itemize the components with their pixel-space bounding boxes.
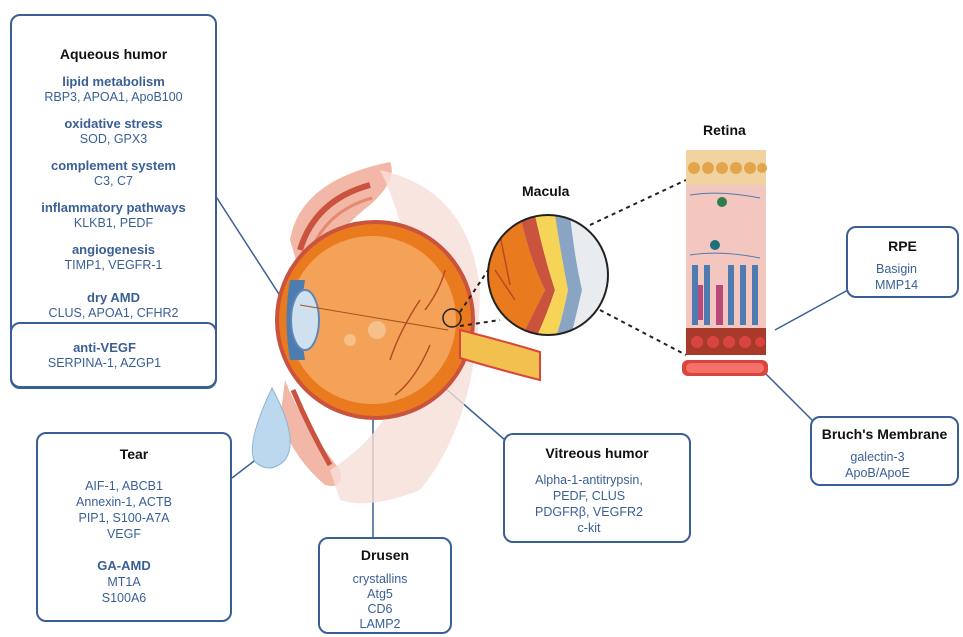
items-anti-vegf: SERPINA-1, AZGP1	[0, 356, 215, 370]
drusen-line-1: crystallins	[310, 572, 450, 586]
items-inflammatory: KLKB1, PEDF	[12, 216, 215, 230]
retina-layers	[682, 150, 768, 376]
aqueous-title: Aqueous humor	[12, 46, 215, 62]
rpe-box: RPE Basigin MMP14	[846, 226, 959, 298]
category-oxidative: oxidative stress	[12, 116, 215, 131]
tear-line-1: AIF-1, ABCB1	[18, 479, 230, 493]
vitreous-box: Vitreous humor Alpha-1-antitrypsin, PEDF…	[503, 433, 691, 543]
items-complement: C3, C7	[12, 174, 215, 188]
tear-line-4: VEGF	[18, 527, 230, 541]
items-angiogenesis: TIMP1, VEGFR-1	[12, 258, 215, 272]
category-lipid: lipid metabolism	[12, 74, 215, 89]
category-dry-amd: dry AMD	[12, 290, 215, 305]
items-dry-amd: CLUS, APOA1, CFHR2	[12, 306, 215, 320]
tear-line-2: Annexin-1, ACTB	[18, 495, 230, 509]
rpe-line-1: Basigin	[836, 262, 957, 276]
category-inflammatory: inflammatory pathways	[12, 200, 215, 215]
bruch-title: Bruch's Membrane	[812, 426, 957, 442]
drusen-line-3: CD6	[310, 602, 450, 616]
tear-box: Tear AIF-1, ABCB1 Annexin-1, ACTB PIP1, …	[36, 432, 232, 622]
bruch-line-2: ApoB/ApoE	[798, 466, 957, 480]
retina-label: Retina	[703, 122, 746, 138]
drusen-line-4: LAMP2	[310, 617, 450, 631]
ga-line-2: S100A6	[18, 591, 230, 605]
vitreous-line-1: Alpha-1-antitrypsin,	[489, 473, 689, 487]
drusen-title: Drusen	[320, 547, 450, 563]
macula-magnified	[480, 215, 608, 340]
ga-line-1: MT1A	[18, 575, 230, 589]
vitreous-title: Vitreous humor	[505, 445, 689, 461]
category-angiogenesis: angiogenesis	[12, 242, 215, 257]
tear-line-3: PIP1, S100-A7A	[18, 511, 230, 525]
rpe-line-2: MMP14	[836, 278, 957, 292]
rpe-title: RPE	[848, 238, 957, 254]
vitreous-line-4: c-kit	[489, 521, 689, 535]
macula-label: Macula	[522, 183, 569, 199]
bruch-box: Bruch's Membrane galectin-3 ApoB/ApoE	[810, 416, 959, 486]
tear-title: Tear	[38, 446, 230, 462]
optic-nerve	[460, 330, 540, 380]
category-ga-amd: GA-AMD	[18, 558, 230, 573]
items-lipid: RBP3, APOA1, ApoB100	[12, 90, 215, 104]
bruch-line-1: galectin-3	[798, 450, 957, 464]
category-anti-vegf: anti-VEGF	[0, 340, 215, 355]
drusen-box: Drusen crystallins Atg5 CD6 LAMP2	[318, 537, 452, 634]
vitreous-line-3: PDGFRβ, VEGFR2	[489, 505, 689, 519]
category-complement: complement system	[12, 158, 215, 173]
anti-vegf-box: anti-VEGF SERPINA-1, AZGP1	[10, 322, 217, 388]
drusen-line-2: Atg5	[310, 587, 450, 601]
items-oxidative: SOD, GPX3	[12, 132, 215, 146]
vitreous-line-2: PEDF, CLUS	[489, 489, 689, 503]
